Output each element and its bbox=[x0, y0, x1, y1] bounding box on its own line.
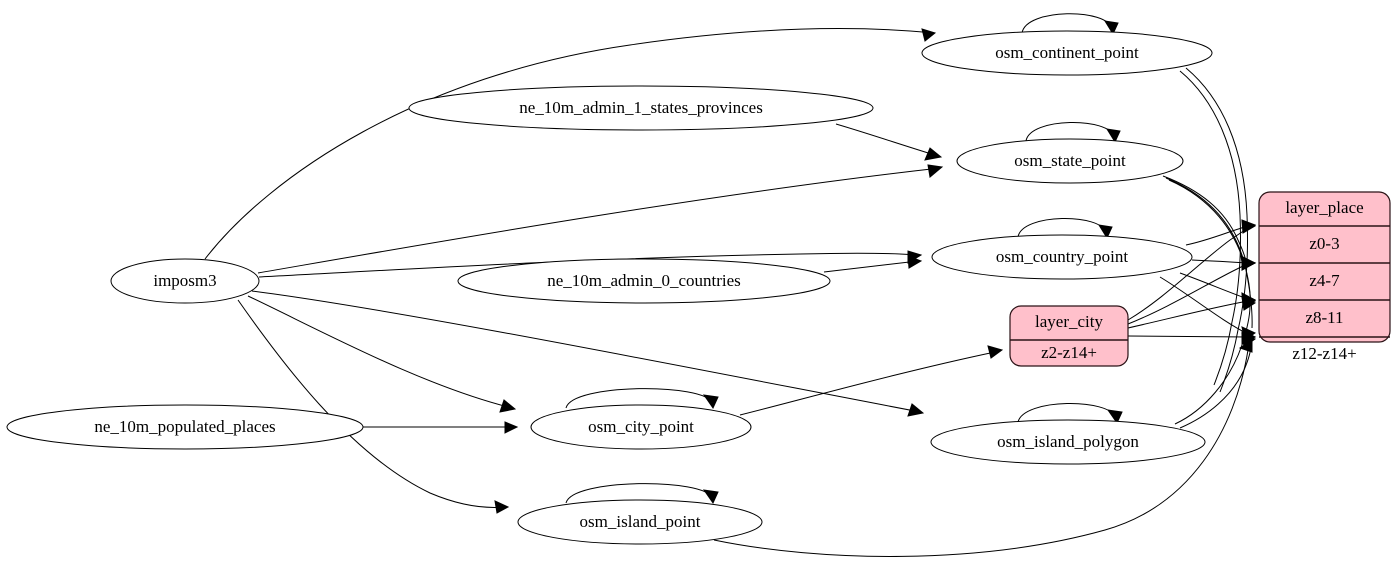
edge-osm-state-point-to-layer-place-z8-11 bbox=[1165, 177, 1257, 307]
record-row-layer-city-z2-z14[interactable]: z2-z14+ bbox=[1041, 343, 1097, 362]
node-osm-island-point[interactable]: osm_island_point bbox=[517, 499, 763, 545]
record-title-layer-city: layer_city bbox=[1035, 312, 1103, 331]
edge-imposm3-to-osm-island-point bbox=[237, 299, 510, 514]
edge-ne-admin1-to-osm-state-point bbox=[835, 123, 943, 161]
record-node-layer-place[interactable]: layer_place z0-3 z4-7 z8-11 z12-z14+ bbox=[1258, 191, 1391, 363]
edge-ne-populated-to-osm-city-point bbox=[363, 421, 519, 434]
node-label-ne-10m-admin-0-countries: ne_10m_admin_0_countries bbox=[547, 271, 741, 290]
node-osm-continent-point[interactable]: osm_continent_point bbox=[921, 30, 1213, 76]
edge-osm-island-polygon-to-layer-place-z8-11 bbox=[1174, 296, 1257, 425]
node-imposm3[interactable]: imposm3 bbox=[110, 258, 260, 304]
self-loop-osm-continent-point bbox=[1021, 13, 1119, 36]
node-label-osm-city-point: osm_city_point bbox=[588, 417, 694, 436]
edge-osm-city-point-to-layer-city bbox=[739, 345, 1004, 416]
edge-osm-country-point-to-layer-place-z12-z14 bbox=[1159, 276, 1257, 344]
self-loop-osm-island-point bbox=[565, 483, 719, 505]
edge-layer-city-to-layer-place-z8-11 bbox=[1127, 293, 1257, 329]
node-label-osm-state-point: osm_state_point bbox=[1014, 151, 1126, 170]
edge-layer-city-to-layer-place-z12-z14 bbox=[1127, 331, 1257, 345]
node-label-ne-10m-populated-places: ne_10m_populated_places bbox=[94, 417, 275, 436]
node-label-imposm3: imposm3 bbox=[153, 271, 216, 290]
record-row-layer-place-z8-11[interactable]: z8-11 bbox=[1305, 308, 1343, 327]
edge-layer bbox=[204, 13, 1257, 557]
node-layer: imposm3 ne_10m_admin_1_states_provinces … bbox=[6, 30, 1391, 545]
record-title-layer-place: layer_place bbox=[1285, 198, 1363, 217]
self-loop-osm-state-point bbox=[1025, 122, 1121, 144]
record-node-layer-city[interactable]: layer_city z2-z14+ bbox=[1009, 305, 1129, 367]
edge-layer-city-to-layer-place-z4-7 bbox=[1127, 257, 1257, 325]
node-ne-10m-populated-places[interactable]: ne_10m_populated_places bbox=[6, 404, 364, 450]
self-loop-osm-country-point bbox=[1017, 218, 1113, 240]
node-osm-island-polygon[interactable]: osm_island_polygon bbox=[930, 419, 1206, 465]
node-osm-country-point[interactable]: osm_country_point bbox=[931, 234, 1193, 280]
edge-imposm3-to-osm-continent-point bbox=[204, 28, 937, 260]
edge-imposm3-to-osm-city-point bbox=[247, 295, 517, 413]
edge-osm-continent-point-to-layer-place-z0-3 bbox=[1179, 67, 1249, 393]
record-row-layer-place-z0-3[interactable]: z0-3 bbox=[1309, 234, 1339, 253]
node-ne-10m-admin-0-countries[interactable]: ne_10m_admin_0_countries bbox=[457, 258, 831, 304]
node-label-osm-country-point: osm_country_point bbox=[996, 247, 1128, 266]
self-loop-osm-city-point bbox=[565, 388, 719, 410]
node-ne-10m-admin-1-states-provinces[interactable]: ne_10m_admin_1_states_provinces bbox=[408, 85, 874, 131]
node-label-osm-island-polygon: osm_island_polygon bbox=[997, 432, 1139, 451]
self-loop-osm-island-polygon bbox=[1017, 403, 1123, 425]
node-osm-state-point[interactable]: osm_state_point bbox=[956, 138, 1184, 184]
node-label-ne-10m-admin-1-states-provinces: ne_10m_admin_1_states_provinces bbox=[519, 98, 763, 117]
edge-layer-city-to-layer-place-z0-3 bbox=[1127, 220, 1257, 321]
node-label-osm-island-point: osm_island_point bbox=[580, 512, 701, 531]
record-row-layer-place-z4-7[interactable]: z4-7 bbox=[1309, 271, 1340, 290]
node-label-osm-continent-point: osm_continent_point bbox=[995, 43, 1139, 62]
record-row-layer-place-z12-z14[interactable]: z12-z14+ bbox=[1292, 344, 1356, 363]
edge-imposm3-to-osm-state-point bbox=[257, 164, 944, 274]
edge-imposm3-to-osm-island-polygon bbox=[251, 290, 925, 417]
edge-ne-admin0-to-osm-country-point bbox=[823, 255, 923, 273]
node-osm-city-point[interactable]: osm_city_point bbox=[530, 404, 752, 450]
